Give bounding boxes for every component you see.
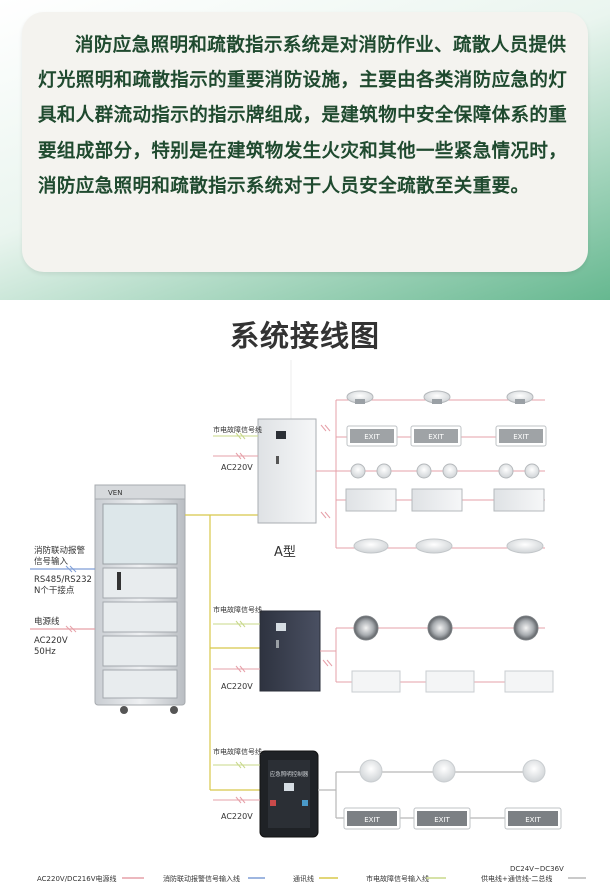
fire-alarm-label-1: 消防联动报警 (34, 545, 86, 556)
legend: AC220V/DC216V电源线 消防联动报警信号输入线 通讯线 市电故障信号输… (37, 865, 586, 883)
legend-supply-bottom-label: 供电线+通信线-二总线 (481, 874, 552, 883)
ac-label-mid: AC220V (221, 682, 253, 691)
ac-label-bottom: AC220V (221, 812, 253, 821)
power-line-label: 电源线 (34, 616, 60, 627)
exit-text-6: EXIT (525, 816, 541, 824)
legend-power-label: AC220V/DC216V电源线 (37, 874, 117, 883)
legend-supply-top-label: DC24V~DC36V (510, 865, 564, 873)
exit-sign-row-2 (352, 671, 553, 692)
exit-text-4: EXIT (364, 816, 380, 824)
signal-line-label-mid: 市电故障信号线 (213, 605, 262, 614)
diagram-title: 系统接线图 (0, 313, 610, 355)
type-a-distribution-box (258, 419, 316, 523)
wiring-diagram: VEN 消防联动报警 信号输入 RS485/RS232 N个干接点 电源线 AC… (0, 360, 610, 891)
round-light-row (360, 760, 545, 782)
exit-text-3: EXIT (513, 433, 529, 441)
legend-fault-signal-label: 市电故障信号输入线 (366, 874, 429, 883)
fire-alarm-label-2: 信号输入 (34, 556, 69, 567)
bottom-controller (260, 751, 318, 837)
exit-text-1: EXIT (364, 433, 380, 441)
type-a-label: A型 (274, 545, 296, 560)
ac-label-top: AC220V (221, 463, 253, 472)
cabinet-brand: VEN (108, 489, 122, 497)
intro-paragraph: 消防应急照明和疏散指示系统是对消防作业、疏散人员提供灯光照明和疏散指示的重要消防… (38, 28, 572, 204)
signal-line-label-top: 市电故障信号线 (213, 425, 262, 434)
legend-fire-signal-label: 消防联动报警信号输入线 (163, 874, 240, 883)
rs485-label: RS485/RS232 (34, 575, 92, 585)
controller-title: 应急照明控制器 (270, 770, 309, 778)
exit-text-2: EXIT (428, 433, 444, 441)
signal-line-label-bottom: 市电故障信号线 (213, 747, 262, 756)
ceiling-light-row (354, 539, 543, 553)
dry-contacts-label: N个干接点 (34, 585, 75, 596)
ac-input-label: AC220V (34, 636, 68, 646)
downlight-row (347, 391, 533, 404)
middle-distribution-box (260, 611, 320, 691)
main-cabinet (95, 485, 185, 714)
legend-comm-label: 通讯线 (293, 874, 314, 883)
emergency-box-row (346, 489, 544, 511)
twin-head-light-row (351, 464, 539, 478)
freq-label: 50Hz (34, 647, 56, 657)
exit-text-5: EXIT (434, 816, 450, 824)
